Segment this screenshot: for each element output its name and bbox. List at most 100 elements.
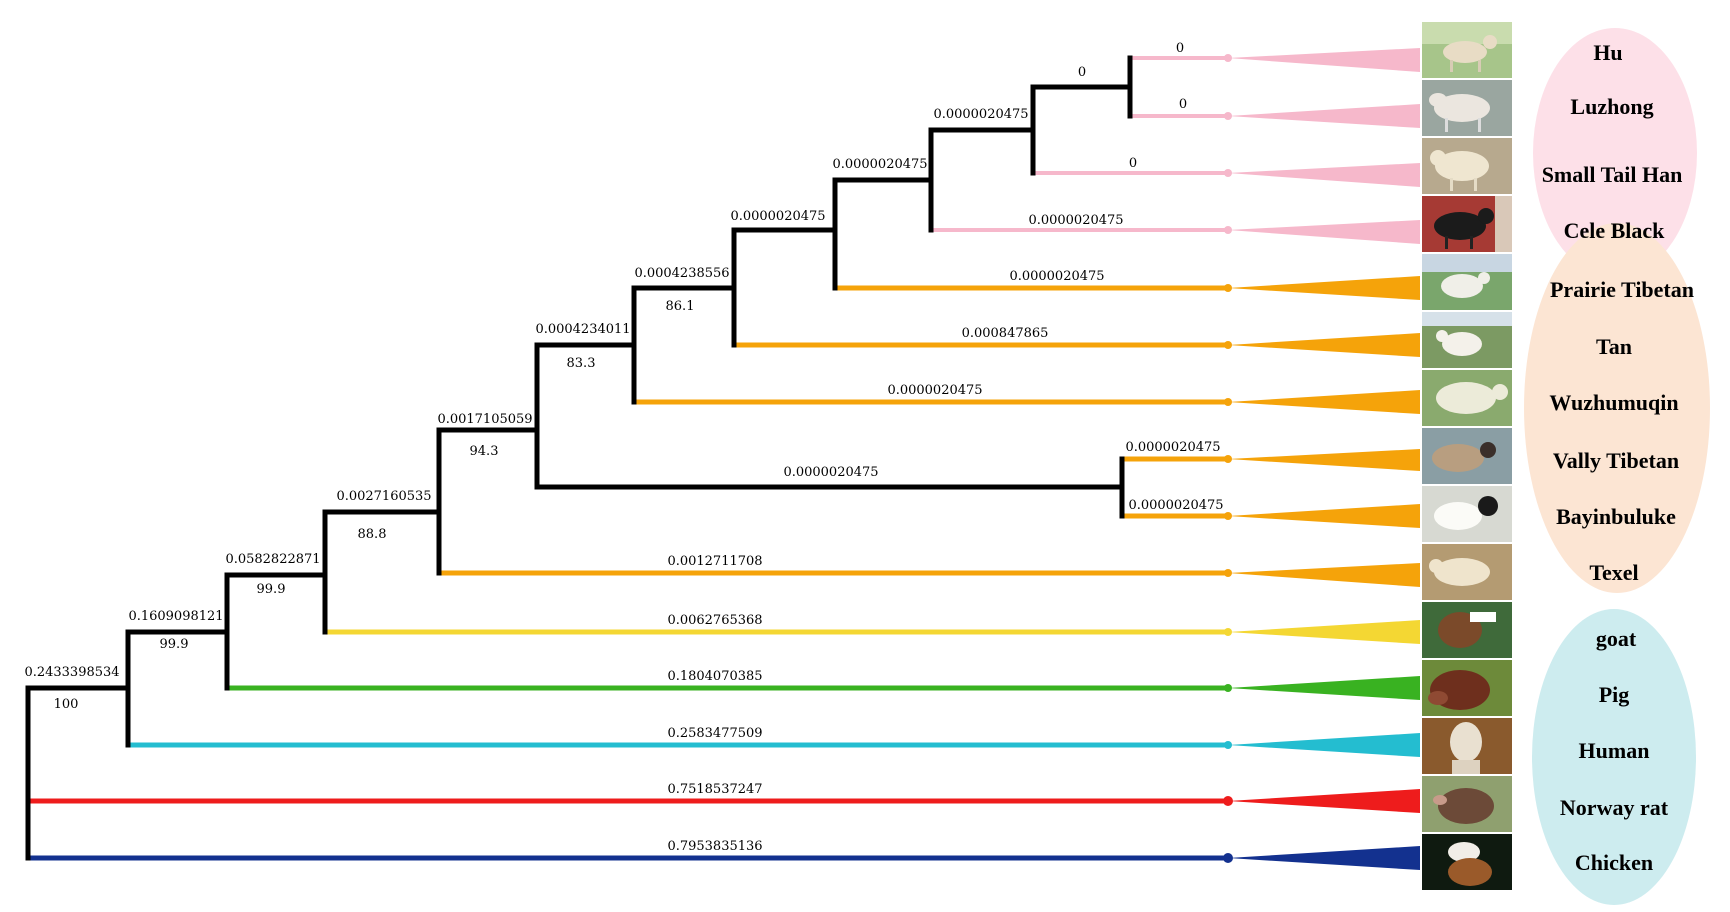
photo-pig (1422, 660, 1512, 716)
branch-length-small-tail-han: 0 (1129, 156, 1137, 171)
branch-n13 (534, 456, 1125, 519)
tip-branches (28, 56, 1228, 861)
sheep-group-a-ellipse (1533, 28, 1697, 278)
photo-goat (1422, 602, 1512, 658)
species-label-chicken: Chicken (1575, 850, 1653, 875)
support-value-n7: 86.1 (666, 299, 695, 314)
triangle-goat (1228, 620, 1420, 644)
photo-bayinbuluke (1422, 486, 1512, 542)
branch-length-tan: 0.000847865 (962, 326, 1049, 341)
branch-n12 (1030, 55, 1133, 119)
triangle-chicken (1228, 846, 1420, 870)
branch-length-texel: 0.0012711708 (667, 554, 762, 569)
branch-length-n12: 0.0000020475 (783, 465, 878, 480)
species-photos (1422, 22, 1512, 890)
sheep-group-b-ellipse (1524, 223, 1710, 593)
species-label-tan: Tan (1596, 334, 1632, 359)
branch-n5 (322, 427, 442, 576)
branch-n10 (832, 127, 934, 233)
branch-length-cele-black: 0.0000020475 (1028, 213, 1123, 228)
photo-vally-tibetan (1422, 428, 1512, 484)
branch-n9 (731, 177, 838, 291)
support-value-n3: 99.9 (257, 582, 286, 597)
branch-n3 (125, 572, 230, 691)
branch-length-wuzhumuqin: 0.0000020475 (887, 383, 982, 398)
photo-small-tail-han (1422, 138, 1512, 194)
branch-length-norway-rat: 0.7518537247 (667, 782, 762, 797)
branch-n2 (25, 629, 131, 748)
photo-hu (1422, 22, 1512, 78)
branch-n8 (631, 227, 737, 348)
photo-tan (1422, 312, 1512, 368)
photo-cele-black (1422, 196, 1512, 252)
branch-length-hu: 0 (1176, 41, 1184, 56)
species-label-norway-rat: Norway rat (1560, 795, 1669, 820)
triangle-bayinbuluke (1228, 504, 1420, 528)
branch-length-n_root: 0.2433398534 (24, 665, 119, 680)
triangle-prairie-tibetan (1228, 276, 1420, 300)
branch-n6 (436, 342, 540, 490)
branch-length-n4: 0.0027160535 (336, 489, 431, 504)
branch-length-n2: 0.1609098121 (128, 609, 223, 624)
photo-texel (1422, 544, 1512, 600)
outgroup-ellipse (1532, 609, 1696, 905)
branch-length-n9: 0.0000020475 (832, 157, 927, 172)
branch-length-n6: 0.0004234011 (535, 322, 630, 337)
photo-human (1422, 718, 1512, 774)
support-value-n6: 83.3 (567, 356, 596, 371)
photo-wuzhumuqin (1422, 370, 1512, 426)
triangle-wuzhumuqin (1228, 390, 1420, 414)
triangle-human (1228, 733, 1420, 757)
support-value-n4: 88.8 (358, 527, 387, 542)
clade-triangles (1228, 48, 1420, 870)
branch-n4 (224, 509, 328, 635)
support-value-n5: 94.3 (470, 444, 499, 459)
species-label-vally-tibetan: Vally Tibetan (1553, 448, 1679, 473)
triangle-norway-rat (1228, 789, 1420, 813)
support-value-n2: 99.9 (160, 637, 189, 652)
photo-luzhong (1422, 80, 1512, 136)
photo-prairie-tibetan (1422, 254, 1512, 310)
species-label-small-tail-han: Small Tail Han (1542, 162, 1683, 187)
branch-length-prairie-tibetan: 0.0000020475 (1009, 269, 1104, 284)
photo-norway-rat (1422, 776, 1512, 832)
branch-length-chicken: 0.7953835136 (667, 839, 762, 854)
branch-length-luzhong: 0 (1179, 97, 1187, 112)
triangle-pig (1228, 676, 1420, 700)
triangle-texel (1228, 563, 1420, 587)
species-label-luzhong: Luzhong (1570, 94, 1653, 119)
species-label-bayinbuluke: Bayinbuluke (1556, 504, 1676, 529)
branch-length-n10: 0.0000020475 (933, 107, 1028, 122)
species-label-pig: Pig (1599, 682, 1630, 707)
internal-branches (25, 55, 1133, 861)
branch-length-bayinbuluke: 0.0000020475 (1128, 498, 1223, 513)
species-label-wuzhumuqin: Wuzhumuqin (1549, 390, 1678, 415)
branch-length-n3: 0.0582822871 (225, 552, 320, 567)
species-label-human: Human (1579, 738, 1650, 763)
species-label-hu: Hu (1593, 40, 1622, 65)
species-label-texel: Texel (1589, 560, 1638, 585)
triangle-cele-black (1228, 220, 1420, 244)
tip-dots (1223, 54, 1233, 863)
branch-length-vally-tibetan: 0.0000020475 (1125, 440, 1220, 455)
triangle-vally-tibetan (1228, 449, 1420, 471)
branch-length-n5: 0.0017105059 (437, 412, 532, 427)
branch-length-n8: 0.0000020475 (730, 209, 825, 224)
species-label-goat: goat (1596, 626, 1637, 651)
branch-length-goat: 0.0062765368 (667, 613, 762, 628)
triangle-tan (1228, 333, 1420, 357)
triangle-luzhong (1228, 104, 1420, 128)
triangle-hu (1228, 48, 1420, 72)
branch-length-human: 0.2583477509 (667, 726, 762, 741)
branch-length-pig: 0.1804070385 (667, 669, 762, 684)
triangle-small-tail-han (1228, 163, 1420, 187)
branch-length-n11: 0 (1078, 65, 1086, 80)
species-label-cele-black: Cele Black (1564, 218, 1666, 243)
species-label-prairie-tibetan: Prairie Tibetan (1550, 277, 1694, 302)
support-value-n_root: 100 (54, 697, 79, 712)
branch-n7 (534, 285, 637, 405)
branch-length-n7: 0.0004238556 (634, 266, 729, 281)
branch-n11 (928, 84, 1036, 176)
photo-chicken (1422, 834, 1512, 890)
